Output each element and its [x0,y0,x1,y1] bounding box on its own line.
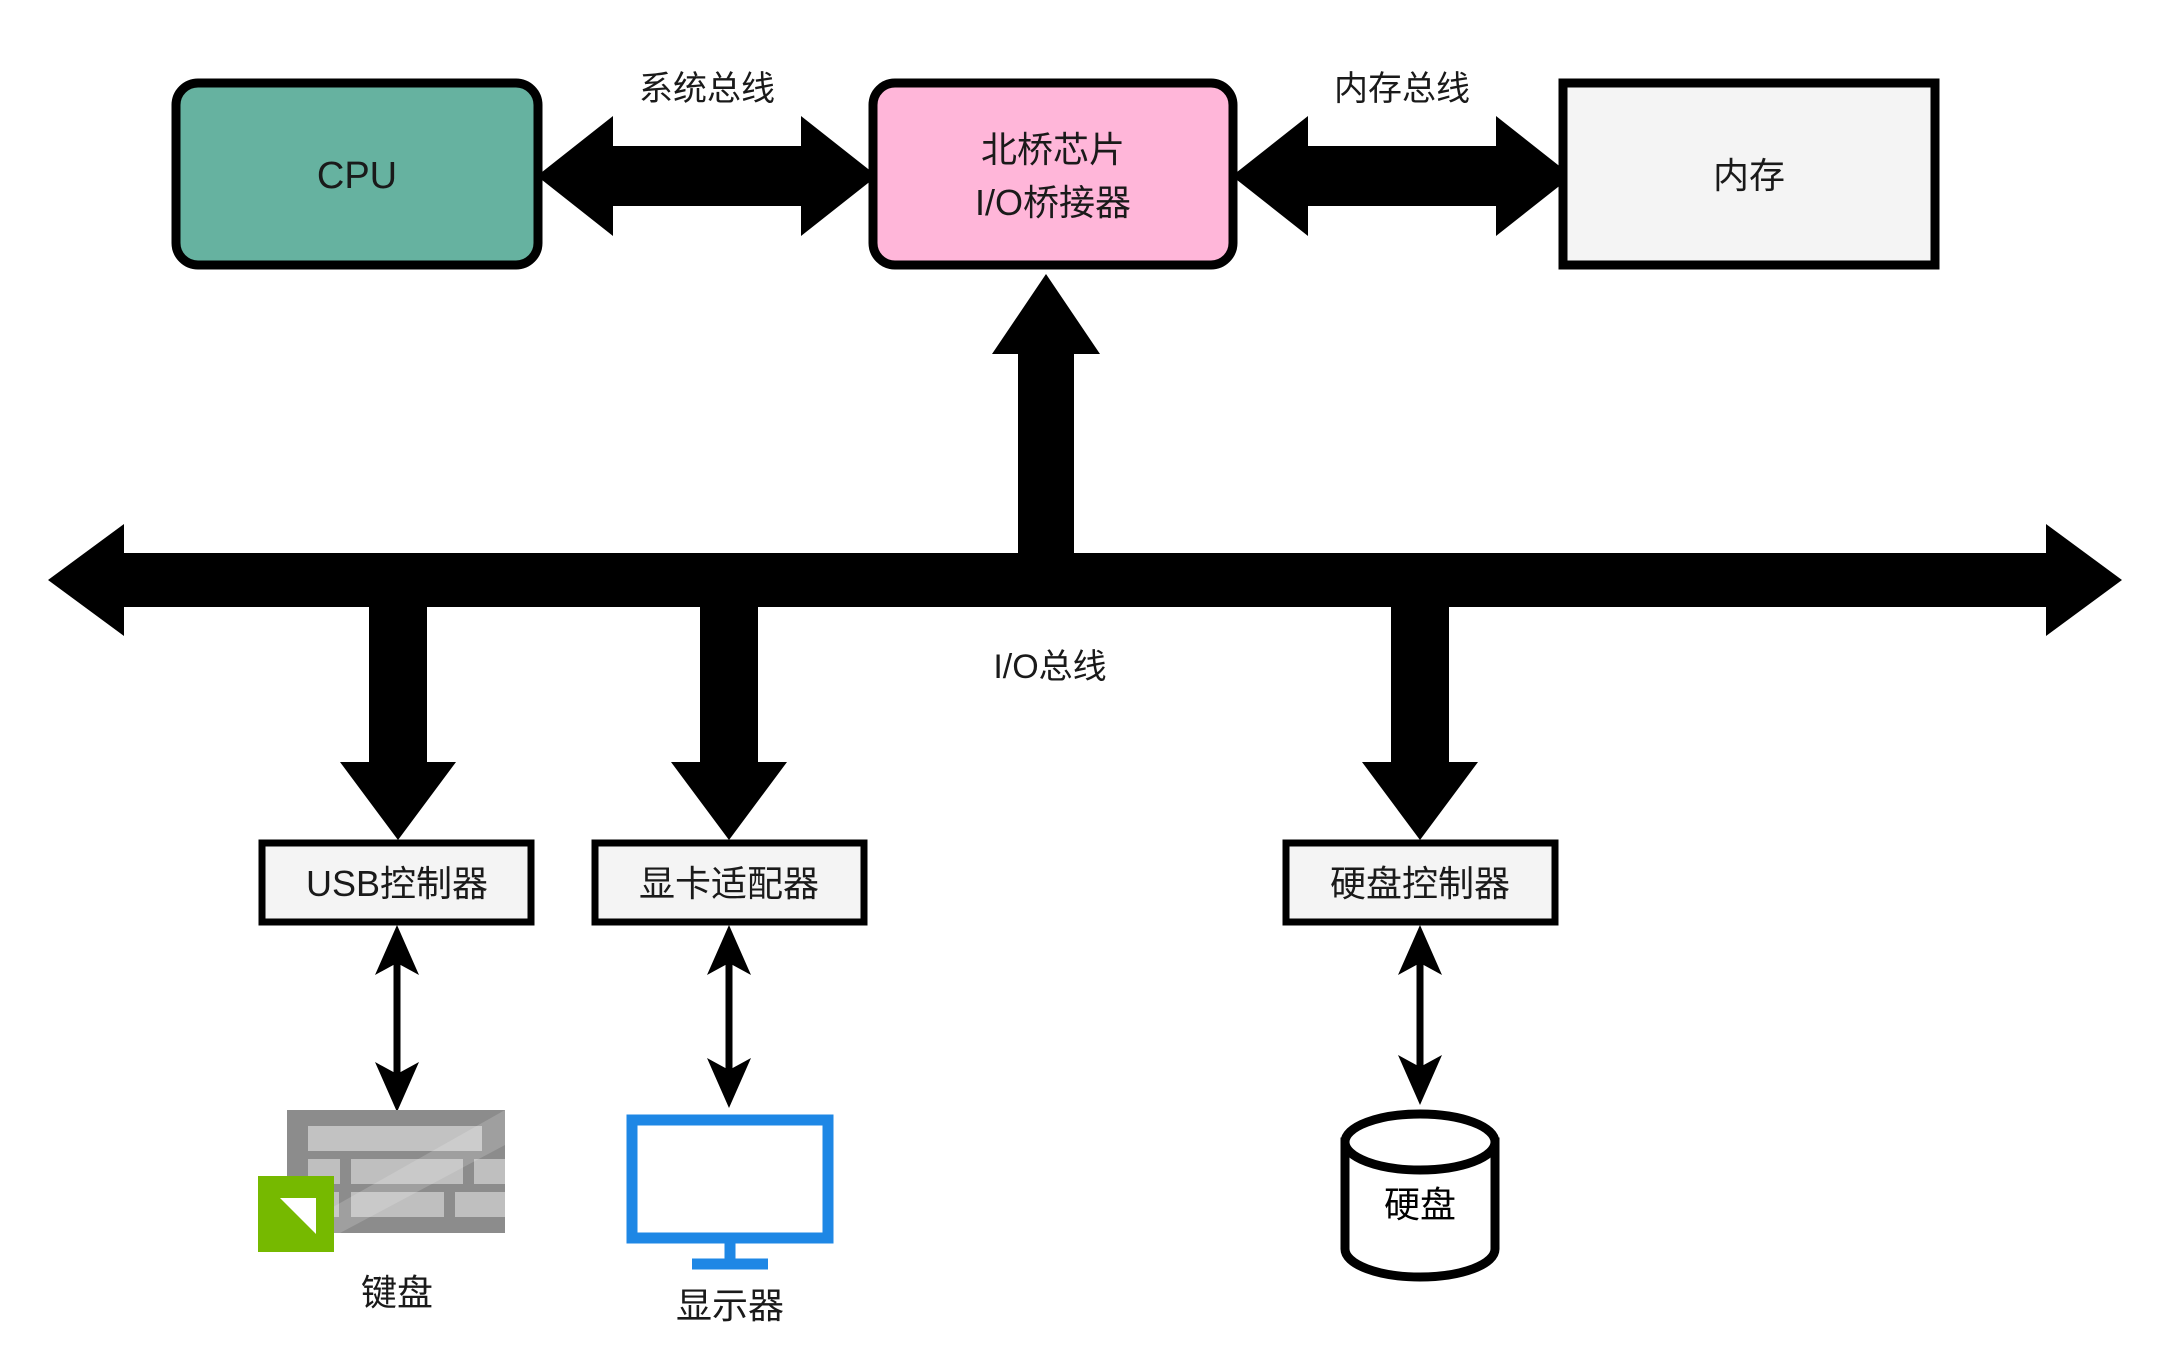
io-usb-arrow [340,600,456,840]
keyboard-key-c [474,1159,505,1184]
edge-diskctrl-to-harddisk [1398,925,1442,1105]
edge-io-bus [48,524,2122,636]
harddisk-top [1340,1109,1500,1175]
memory-label: 内存 [1713,155,1785,196]
keyboard-gloss [287,1110,505,1233]
disk-controller-label: 硬盘控制器 [1330,863,1510,904]
harddisk-label: 硬盘 [1384,1184,1456,1225]
edge-usb-to-keyboard [375,925,419,1112]
edge-io-to-usb [340,600,456,840]
memory-box[interactable] [1558,78,1940,270]
node-memory[interactable]: 内存 [1558,78,1940,270]
diskctrl-harddisk-arrowhead-down [1398,1055,1442,1105]
edge-memory-bus [1232,116,1572,236]
system-bus-arrow [537,116,877,236]
node-cpu[interactable]: CPU [171,78,543,270]
node-usb-controller[interactable]: USB控制器 [258,839,535,926]
monitor-screen [626,1114,834,1244]
io-graphics-arrow [671,600,787,840]
edge-system-bus [537,116,877,236]
io-bus-label: I/O总线 [993,648,1106,686]
keyboard-label: 键盘 [361,1272,433,1313]
cpu-box[interactable] [171,78,543,270]
memory-bus-arrow [1232,116,1572,236]
usb-keyboard-arrowhead-up [375,925,419,975]
graphics-monitor-arrowhead-down [707,1058,751,1108]
graphics-adapter-box[interactable] [591,839,868,926]
system-bus-label: 系统总线 [639,70,775,108]
keyboard-key-f [455,1192,505,1217]
graphics-monitor-arrowhead-up [707,925,751,975]
keyboard-key-b [351,1159,463,1184]
node-disk-controller[interactable]: 硬盘控制器 [1282,839,1559,926]
keyboard-accent-triangle [280,1198,316,1234]
northbridge-label-line1: 北桥芯片 [981,129,1125,170]
diskctrl-harddisk-arrowhead-up [1398,925,1442,975]
cylinder-icon: 硬盘 [1340,1109,1500,1282]
harddisk-body [1340,1137,1500,1282]
edge-graphics-to-monitor [707,925,751,1108]
edge-io-to-disk-controller [1362,600,1478,840]
disk-controller-box[interactable] [1282,839,1559,926]
keyboard-icon [258,1110,505,1252]
edge-northbridge-to-io-bus [992,274,1100,580]
usb-keyboard-arrowhead-down [375,1062,419,1112]
usb-controller-label: USB控制器 [306,863,488,904]
cpu-label: CPU [317,155,397,197]
memory-bus-label: 内存总线 [1334,70,1470,108]
keyboard-key-e [351,1192,444,1217]
node-northbridge[interactable]: 北桥芯片 I/O桥接器 [868,78,1238,270]
io-disk-arrow [1362,600,1478,840]
edge-io-to-graphics [671,600,787,840]
northbridge-box[interactable] [868,78,1238,270]
monitor-icon [626,1114,834,1270]
node-graphics-adapter[interactable]: 显卡适配器 [591,839,868,926]
keyboard-key-row1 [308,1126,482,1151]
northbridge-label-line2: I/O桥接器 [975,182,1131,223]
usb-controller-box[interactable] [258,839,535,926]
io-bus-arrow [48,524,2122,636]
graphics-adapter-label: 显卡适配器 [639,863,819,904]
northbridge-io-arrow [992,274,1100,580]
monitor-label: 显示器 [676,1285,784,1326]
